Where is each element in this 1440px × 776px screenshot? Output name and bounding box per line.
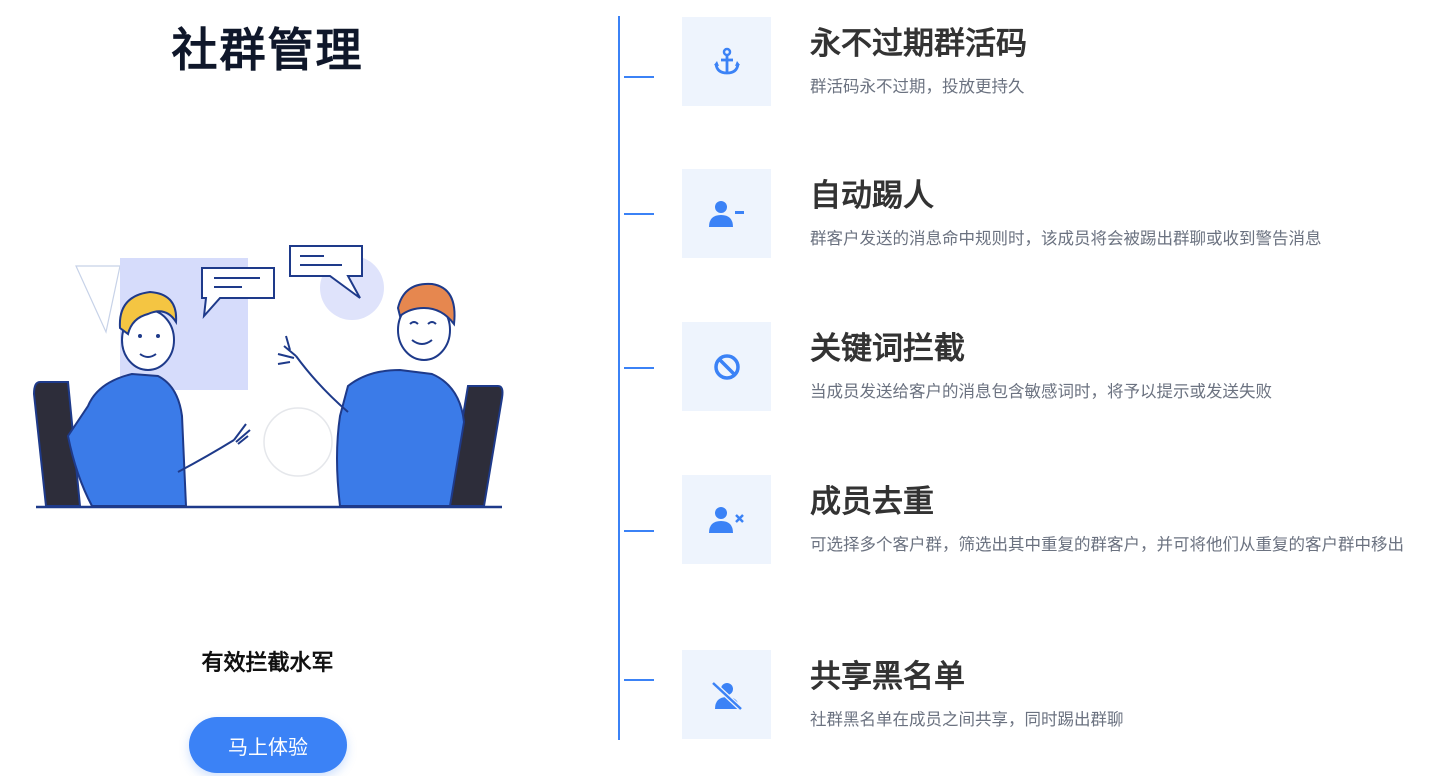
ban-icon xyxy=(713,353,740,380)
timeline-tick xyxy=(624,367,654,369)
try-now-button[interactable]: 马上体验 xyxy=(189,717,347,773)
feature-icon-box xyxy=(682,17,771,106)
feature-title: 成员去重 xyxy=(810,484,934,520)
chat-illustration xyxy=(32,245,504,509)
user-slash-icon xyxy=(710,680,743,711)
page-title: 社群管理 xyxy=(171,23,364,77)
feature-desc: 社群黑名单在成员之间共享，同时踢出群聊 xyxy=(810,710,1124,729)
feature-desc: 当成员发送给客户的消息包含敏感词时，将予以提示或发送失败 xyxy=(810,382,1272,401)
timeline-tick xyxy=(624,530,654,532)
feature-icon-box xyxy=(682,650,771,739)
feature-title: 永不过期群活码 xyxy=(810,26,1027,62)
timeline-line xyxy=(618,16,620,740)
feature-title: 关键词拦截 xyxy=(810,331,965,367)
user-minus-icon xyxy=(708,200,744,227)
timeline-tick xyxy=(624,679,654,681)
feature-title: 共享黑名单 xyxy=(810,659,965,695)
feature-desc: 可选择多个客户群，筛选出其中重复的群客户，并可将他们从重复的客户群中移出 xyxy=(810,535,1404,554)
feature-icon-box xyxy=(682,475,771,564)
feature-title: 自动踢人 xyxy=(810,178,934,214)
feature-desc: 群客户发送的消息命中规则时，该成员将会被踢出群聊或收到警告消息 xyxy=(810,229,1322,248)
feature-desc: 群活码永不过期，投放更持久 xyxy=(810,77,1025,96)
feature-icon-box xyxy=(682,322,771,411)
feature-icon-box xyxy=(682,169,771,258)
anchor-icon xyxy=(713,47,740,74)
left-panel: 社群管理 xyxy=(0,0,600,776)
timeline-tick xyxy=(624,213,654,215)
user-remove-icon xyxy=(708,506,744,533)
timeline-tick xyxy=(624,76,654,78)
section-subtitle: 有效拦截水军 xyxy=(201,651,334,676)
